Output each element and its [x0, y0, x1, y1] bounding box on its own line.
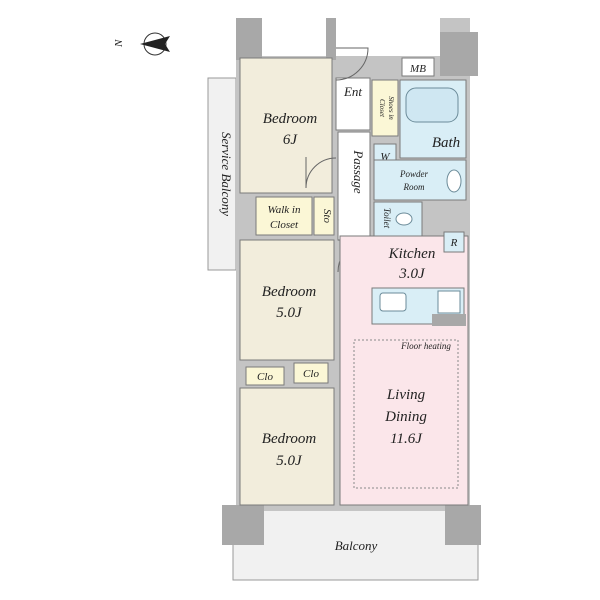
bedroom-1-name: Bedroom	[263, 111, 318, 127]
toilet-label: Toilet	[382, 208, 392, 229]
powder-room-line2: Room	[403, 182, 425, 192]
wall-notch-entry	[332, 18, 440, 56]
service-balcony	[207, 77, 237, 271]
storage-label: Sto	[321, 209, 333, 224]
walk-in-closet	[255, 196, 313, 236]
bedroom-1-door	[305, 157, 337, 189]
living-dining-kitchen	[339, 235, 469, 506]
meter-box	[401, 57, 435, 77]
bedroom-1-size: 6J	[283, 132, 299, 148]
sink-icon	[446, 169, 462, 193]
bedroom-2-size: 5.0J	[276, 305, 303, 321]
pillar-top-right	[440, 32, 478, 76]
pillar-bottom-left	[222, 505, 264, 545]
entrance-label: Ent	[343, 84, 362, 99]
bathtub-icon	[405, 87, 459, 123]
bedroom-2-name: Bedroom	[262, 284, 317, 300]
refrigerator-label: R	[450, 237, 458, 249]
closet-left-label: Clo	[257, 371, 273, 383]
closet-left	[245, 366, 285, 386]
closet-right-label: Clo	[303, 368, 319, 380]
bedroom-1	[239, 57, 333, 194]
floor-heating-label: Floor heating	[400, 341, 451, 351]
service-balcony-label: Service Balcony	[219, 132, 234, 216]
compass-label: N	[113, 39, 125, 48]
entrance-door	[335, 47, 369, 81]
pillar-bottom-right	[445, 505, 481, 545]
bedroom-3-name: Bedroom	[262, 431, 317, 447]
kitchen-sink-icon	[379, 292, 407, 312]
shoes-closet	[371, 79, 399, 137]
powder-room-line1: Powder	[399, 169, 428, 179]
refrigerator	[443, 231, 465, 253]
counter-pillar	[432, 314, 466, 326]
shoes-closet-line2: Closet	[378, 99, 386, 118]
closet-right	[293, 362, 329, 384]
compass-needle-icon	[140, 36, 170, 52]
toilet-icon	[395, 212, 413, 226]
shoes-closet-line1: Shoes in	[387, 96, 395, 120]
kitchen-name: Kitchen	[388, 246, 436, 262]
living-dining-line2: Dining	[384, 409, 427, 425]
passage-label: Passage	[351, 149, 366, 194]
entrance	[335, 77, 371, 131]
bedroom-2	[239, 239, 335, 361]
bedroom-3-size: 5.0J	[276, 453, 303, 469]
floor-heating-area	[353, 339, 459, 489]
stove-icon	[437, 290, 461, 314]
storage	[313, 196, 335, 236]
balcony-label: Balcony	[335, 538, 378, 553]
living-dining-size: 11.6J	[390, 431, 423, 447]
bedroom-3	[239, 387, 335, 506]
living-dining-line1: Living	[386, 387, 426, 403]
kitchen-size: 3.0J	[398, 266, 426, 282]
pillar-top-left	[236, 18, 262, 60]
wall-notch-top	[262, 18, 332, 56]
meter-box-label: MB	[409, 63, 426, 75]
washer-label: W	[380, 151, 390, 163]
pillar-top-mid	[326, 18, 336, 60]
bath-label: Bath	[432, 135, 460, 151]
walk-in-closet-line2: Closet	[270, 219, 299, 231]
walk-in-closet-line1: Walk in	[268, 204, 301, 216]
compass: N	[113, 32, 170, 56]
